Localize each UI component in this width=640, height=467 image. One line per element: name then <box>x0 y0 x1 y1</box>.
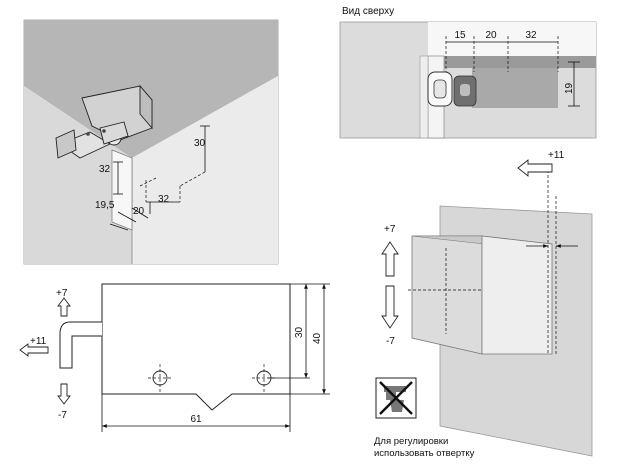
side-adj-side: +11 <box>548 150 565 161</box>
iso-dim-vertical: 30 <box>194 138 206 149</box>
top-view-title: Вид сверху <box>342 6 394 17</box>
isometric-view: 30 32 19,5 20 32 <box>23 19 279 265</box>
front-dim-width: 61 <box>190 414 202 425</box>
top-view: Вид сверху 15 20 32 19 <box>339 6 597 139</box>
hinge-mechanism-iso <box>55 84 153 159</box>
top-dim-mid: 20 <box>485 30 497 41</box>
screw-hole-left <box>148 364 172 392</box>
top-dim-left: 15 <box>454 30 466 41</box>
front-adj-side: +11 <box>30 336 47 347</box>
arrow-down-icon <box>381 285 399 329</box>
front-dim-inner-height: 30 <box>294 326 305 338</box>
hinge-clip-top <box>427 71 477 107</box>
arrow-up-icon <box>57 297 71 317</box>
front-dim-outer-height: 40 <box>312 332 323 344</box>
arrow-up-icon <box>381 241 399 277</box>
iso-dim-bottom-right: 32 <box>158 194 170 205</box>
screwdriver-notice: Для регулировки использовать отвертку <box>374 377 475 459</box>
iso-dim-left: 32 <box>99 164 111 175</box>
arrow-left-icon <box>19 343 49 357</box>
arrow-left-icon <box>517 159 553 177</box>
arrow-down-icon <box>57 383 71 405</box>
side-adj-up: +7 <box>384 224 396 235</box>
top-dim-height: 19 <box>564 82 575 94</box>
front-adj-down: -7 <box>58 410 67 421</box>
front-view: 30 40 61 +7 -7 +11 <box>19 283 330 432</box>
notice-line1: Для регулировки <box>374 436 448 447</box>
top-dim-right: 32 <box>525 30 537 41</box>
side-adj-down: -7 <box>386 336 395 347</box>
notice-line2: использовать отвертку <box>374 448 475 459</box>
iso-dim-bottom-left: 19,5 <box>95 200 115 211</box>
iso-dim-bottom-mid: 20 <box>133 206 145 217</box>
front-adj-up: +7 <box>56 288 68 299</box>
side-view: +11 +7 -7 <box>381 150 593 457</box>
